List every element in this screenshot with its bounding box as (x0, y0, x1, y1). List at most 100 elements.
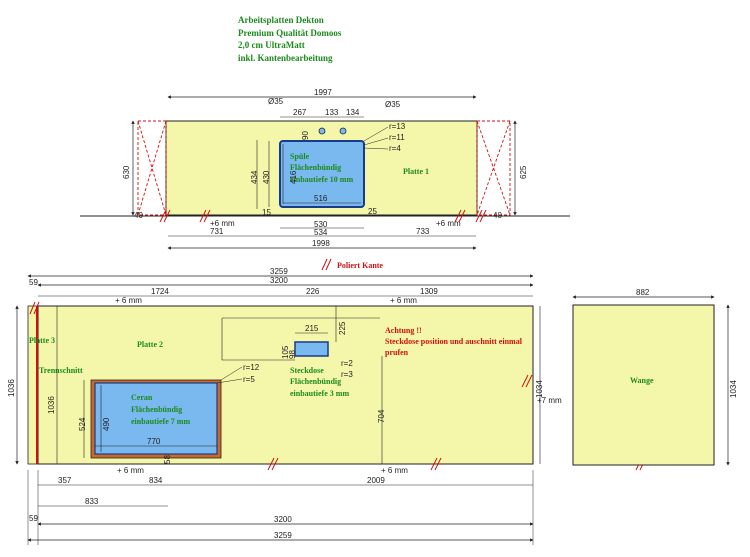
wange-label: Wange (630, 376, 654, 385)
sink-label-3: einbautiefe 10 mm (290, 175, 353, 184)
dim-704: 704 (377, 409, 386, 423)
dim-1034-wange: 1034 (729, 380, 738, 398)
dim-733: 733 (416, 227, 430, 236)
cooktop-r12: r=12 (243, 363, 260, 372)
bottom-plate-group: 3259 3200 59 1724 226 1309 + 6 mm + 6 mm… (7, 267, 647, 545)
dim-490: 490 (102, 417, 111, 431)
dim-1309: 1309 (420, 287, 438, 296)
bottom-edge-marks (29, 301, 647, 471)
cooktop-cutout (94, 382, 218, 455)
dim-59-bottom: 59 (29, 514, 38, 523)
dim-630: 630 (122, 165, 131, 179)
plate-3-label: Platte 3 (29, 336, 55, 345)
edge-right: +6 mm (436, 219, 461, 228)
dim-133: 133 (325, 108, 339, 117)
header-notes: Arbeitsplatten Dekton Premium Qualität D… (238, 14, 438, 64)
dim-1036-inner: 1036 (47, 396, 56, 414)
edge-bottom-right: + 6 mm (381, 466, 408, 475)
dim-1997: 1997 (314, 88, 332, 97)
radius-11: r=11 (389, 133, 405, 142)
socket-label-2: Flächenbündig (290, 377, 341, 386)
edge-top-right: + 6 mm (390, 296, 417, 305)
dim-357: 357 (58, 476, 72, 485)
dim-98: 98 (288, 350, 297, 359)
dim-770: 770 (147, 437, 161, 446)
tap-hole-1 (318, 127, 326, 135)
plate-1-label: Platte 1 (403, 167, 429, 176)
dim-3200-top: 3200 (270, 276, 288, 285)
dim-105: 105 (281, 345, 290, 359)
polish-label: Poliert Kante (337, 261, 383, 270)
dim-25: 25 (368, 207, 377, 216)
dim-dia-2: Ø35 (385, 100, 401, 109)
warning-2: Steckdose position und auschnitt einmal (385, 337, 523, 346)
header-line-3: 2,0 cm UltraMatt (238, 40, 305, 50)
socket-label-3: einbautiefe 3 mm (290, 389, 349, 398)
dim-625: 625 (519, 165, 528, 179)
dim-834: 834 (149, 476, 163, 485)
sink-label-2: Flächenbündig (290, 163, 341, 172)
dim-430: 430 (262, 170, 271, 184)
socket-r3: r=3 (341, 370, 353, 379)
dim-215: 215 (305, 324, 319, 333)
dim-434: 434 (250, 170, 259, 184)
dim-15: 15 (262, 208, 271, 217)
dim-882: 882 (636, 288, 650, 297)
cooktop-r5: r=5 (243, 375, 255, 384)
dim-134: 134 (346, 108, 360, 117)
plate-2-label: Platte 2 (137, 340, 163, 349)
dim-corner-right: 40 (493, 211, 502, 220)
socket-cutout (294, 341, 329, 357)
dim-516: 516 (314, 194, 328, 203)
dim-731: 731 (210, 227, 224, 236)
dim-3259-top: 3259 (270, 267, 288, 276)
tap-hole-2 (339, 127, 347, 135)
dim-530: 530 (314, 220, 328, 229)
top-edge-marks (159, 209, 487, 223)
dim-dia-1: Ø35 (268, 97, 284, 106)
dim-226: 226 (306, 287, 320, 296)
dim-524: 524 (78, 417, 87, 431)
dim-1998: 1998 (312, 239, 330, 248)
edge-top-left: + 6 mm (115, 296, 142, 305)
edge-right-7: +7 mm (537, 396, 562, 405)
dim-416: 416 (289, 170, 298, 184)
dim-1724: 1724 (151, 287, 169, 296)
dim-corner-left: 40 (134, 211, 143, 220)
edge-left: +6 mm (210, 219, 235, 228)
dim-90: 90 (301, 131, 310, 140)
separation-label: Trennschnitt (39, 366, 83, 375)
warning-3: prufen (385, 348, 409, 357)
cooktop-label-3: einbautiefe 7 mm (131, 417, 190, 426)
dim-58: 58 (163, 455, 172, 464)
wange-panel (572, 304, 715, 466)
right-hatch (476, 120, 511, 216)
edge-bottom-left: + 6 mm (117, 466, 144, 475)
sink-label-1: Spüle (290, 152, 310, 161)
dim-1036-outer: 1036 (7, 379, 16, 397)
dim-1034-plate: 1034 (535, 380, 544, 398)
dim-225: 225 (338, 321, 347, 335)
radius-4: r=4 (389, 144, 401, 153)
header-line-1: Arbeitsplatten Dekton (238, 15, 324, 25)
dim-833: 833 (85, 497, 99, 506)
socket-r2: r=2 (341, 359, 353, 368)
socket-label-1: Steckdose (290, 366, 324, 375)
left-hatch (137, 120, 167, 216)
dim-2009: 2009 (367, 476, 385, 485)
dim-3259-bottom: 3259 (274, 531, 292, 540)
dim-534: 534 (314, 228, 328, 237)
top-plate-group: Spüle Flächenbündig einbautiefe 10 mm Pl… (80, 88, 570, 250)
header-line-2: Premium Qualität Domoos (238, 27, 342, 38)
dim-267: 267 (293, 108, 307, 117)
dim-59-top: 59 (29, 278, 38, 287)
header-line-4: inkl. Kantenbearbeitung (238, 52, 333, 63)
cooktop-label-2: Flächenbündig (131, 405, 182, 414)
polish-mark (321, 258, 332, 271)
warning-1: Achtung !! (385, 326, 422, 335)
dim-3200-bottom: 3200 (274, 515, 292, 524)
wange-group: 882 Wange 1034 (572, 288, 738, 466)
radius-13: r=13 (389, 122, 406, 131)
sink-cutout (279, 140, 365, 208)
